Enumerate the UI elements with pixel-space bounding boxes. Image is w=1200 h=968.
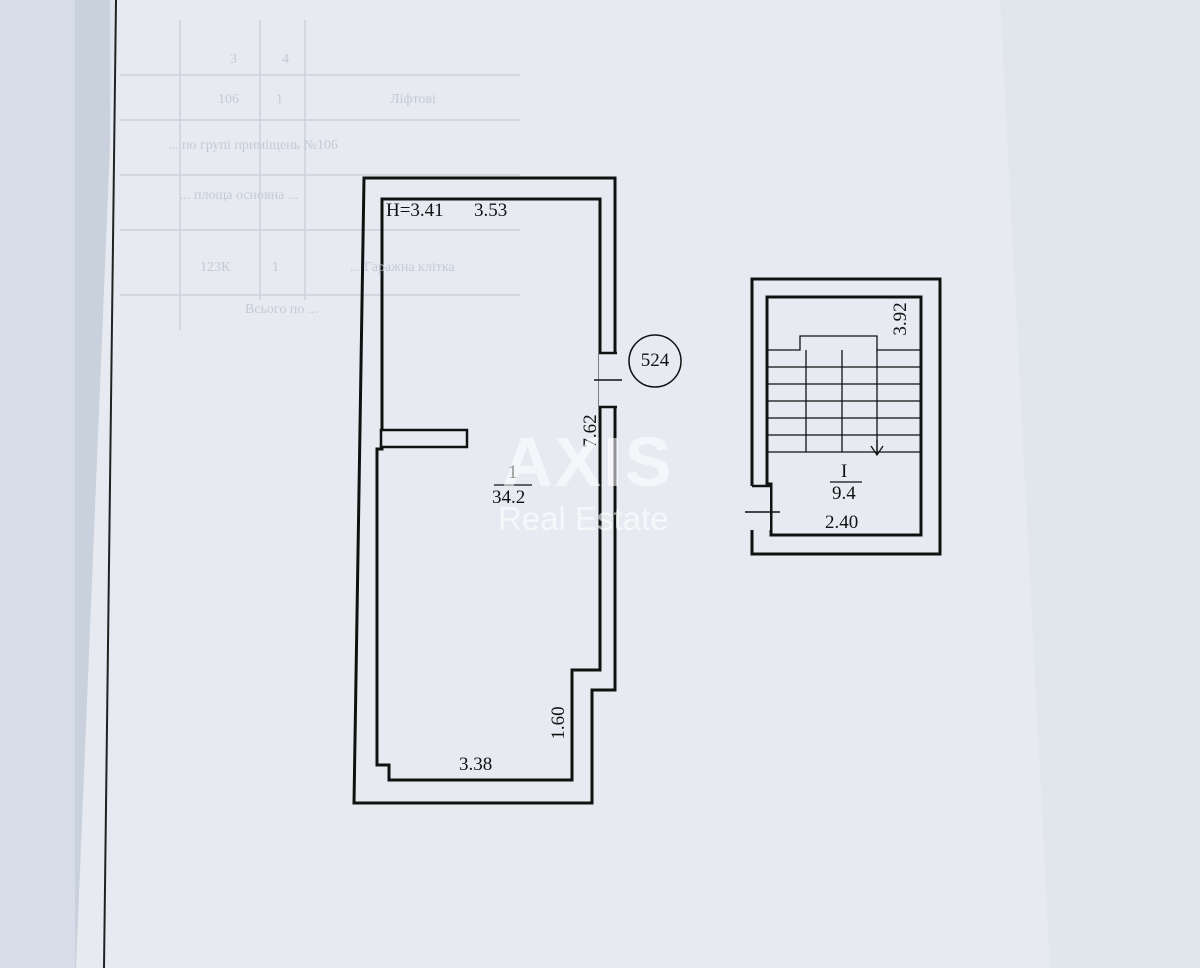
- background-table: [120, 20, 520, 330]
- paper-sheet: [76, 0, 1200, 968]
- stair-outer-wall: [750, 277, 942, 556]
- paper-shadow: [1000, 0, 1200, 968]
- stair-door-opening: [750, 486, 772, 530]
- room-outer-wall: [352, 176, 617, 805]
- room-inner-wall: [375, 197, 602, 782]
- desk-highlight: [0, 0, 75, 968]
- unit-marker-circle: [628, 334, 682, 388]
- partition-wall: [379, 428, 469, 449]
- stair-treads: [768, 335, 921, 457]
- paper-edge: [103, 0, 117, 968]
